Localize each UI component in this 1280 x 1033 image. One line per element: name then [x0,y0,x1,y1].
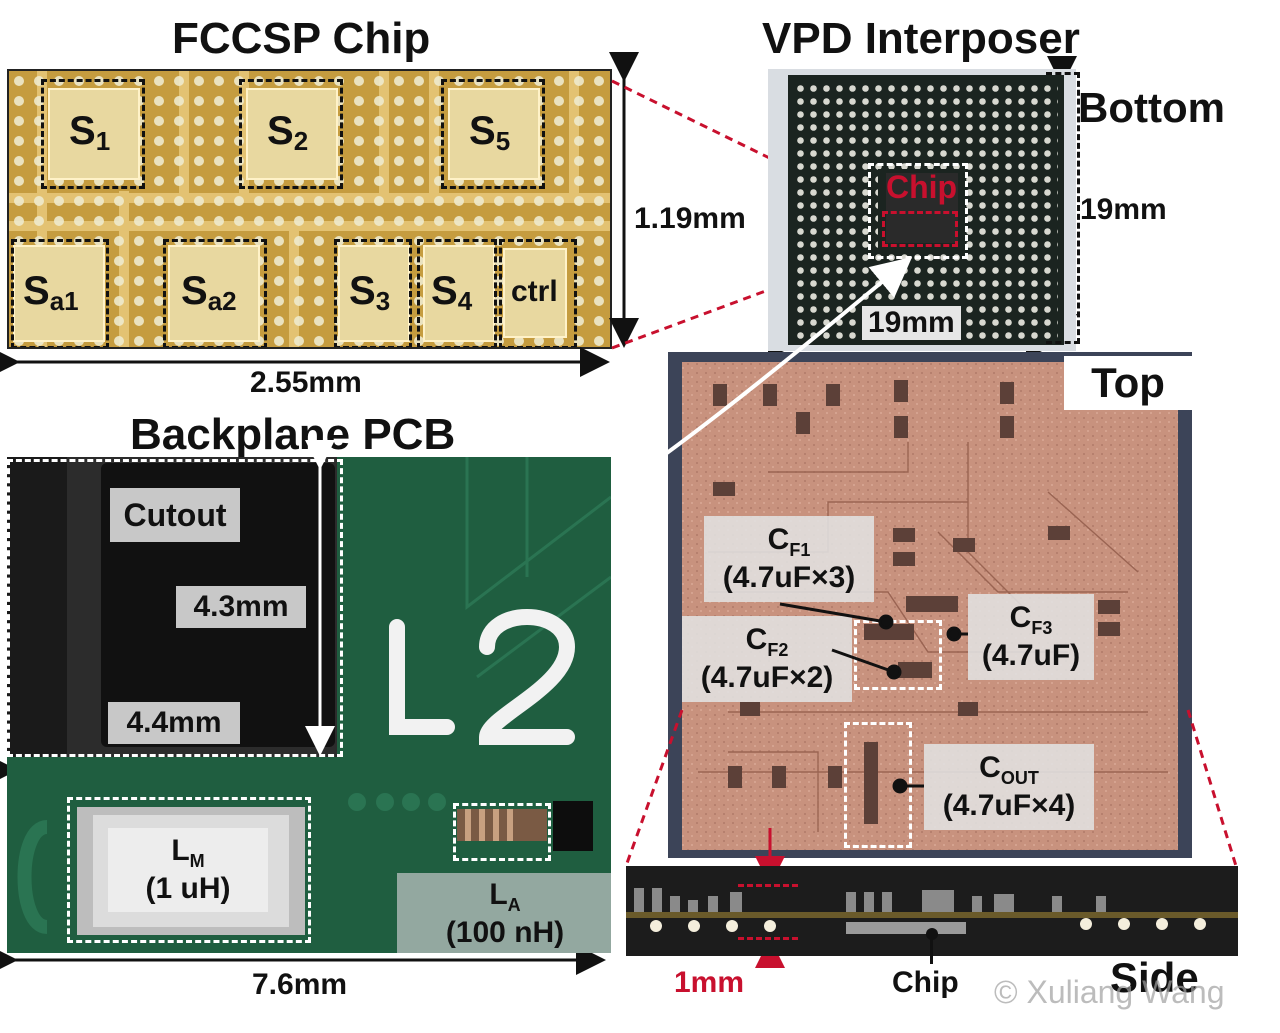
backplane-title: Backplane PCB [130,410,456,459]
chip-outline [868,163,968,259]
vpd-bottom-image: Chip [768,69,1076,351]
switch-label-sa1: Sa1 [23,269,79,316]
vpd-title: VPD Interposer [762,14,1080,63]
switch-label-s2: S2 [267,109,309,156]
fccsp-die-image: S1 S2 S5 Sa1 Sa2 S3 S4 ctrl [7,69,612,349]
lm-label: LM (1 uH) [108,828,268,912]
vpd-height-dim: 19mm [1080,193,1167,226]
vpd-width-dim: 19mm [862,306,961,340]
cutout-label: Cutout [110,488,240,542]
side-thickness-box [738,884,798,940]
vpd-chip-label: Chip [886,169,958,205]
side-chip-leader [930,934,933,964]
switch-label-s1: S1 [69,109,111,156]
switch-box-s1 [41,79,145,189]
cf2-label: CF2 (4.7uF×2) [682,616,852,702]
pcb-width-dim: 7.6mm [252,968,348,1001]
switch-label-s3: S3 [349,269,391,316]
side-label: Side [1110,954,1199,1001]
cout-outline [844,722,912,848]
cf1-label: CF1 (4.7uF×3) [704,516,874,602]
vpd-height-bracket [1046,72,1080,344]
switch-box-s2 [239,79,343,189]
la-label: LA (100 nH) [445,877,565,949]
vpd-top-label: Top [1064,356,1192,410]
switch-box-sa1 [11,239,109,347]
switch-box-s5 [441,79,545,189]
cutout-width-dim: 4.4mm [108,702,240,744]
chip-zoom-box [882,211,958,247]
lm-outline [67,797,311,943]
watermark: © Xuliang Wang [994,974,1225,1010]
cf2-outline [854,620,942,690]
switch-label-s4: S4 [431,269,473,316]
switch-box-sa2 [163,239,267,347]
side-chip-label: Chip [892,966,959,999]
fccsp-title: FCCSP Chip [172,14,431,63]
switch-label-sa2: Sa2 [181,269,237,316]
cutout-height-dim: 4.3mm [176,586,306,628]
cutout-outline [7,459,343,757]
cf3-label: CF3 (4.7uF) [968,594,1094,680]
la-outline [453,803,551,861]
fccsp-height-dim: 1.19mm [634,202,746,235]
fccsp-width-dim: 2.55mm [250,366,362,399]
vpd-bottom-label: Bottom [1078,84,1225,131]
cout-label: COUT (4.7uF×4) [924,744,1094,830]
switch-label-s5: S5 [469,109,511,156]
side-thickness-dim: 1mm [674,966,745,999]
ctrl-label: ctrl [511,275,558,308]
